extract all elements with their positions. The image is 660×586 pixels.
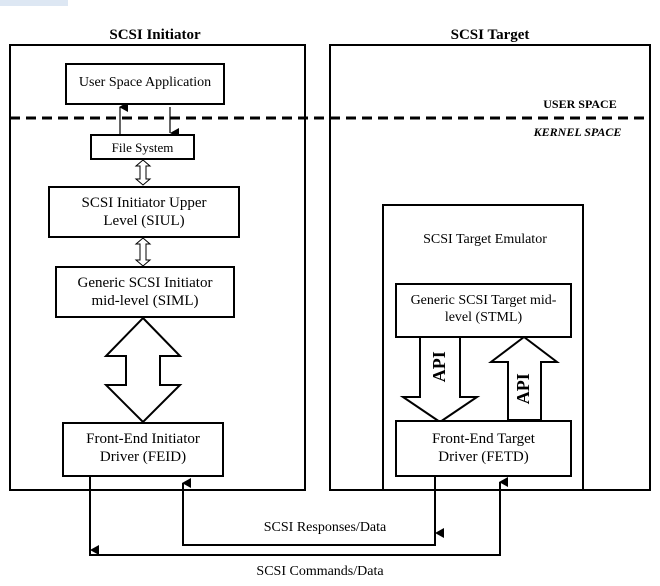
- fs-siul-double-arrow: [134, 159, 152, 186]
- siml-box: Generic SCSI Initiator mid-level (SIML): [55, 266, 235, 318]
- target-emulator-box: [382, 204, 584, 491]
- target-title: SCSI Target: [450, 27, 530, 43]
- api-down-label: API: [429, 351, 450, 383]
- siul-label: SCSI Initiator Upper Level (SIUL): [81, 195, 207, 229]
- responses-label: SCSI Responses/Data: [263, 520, 387, 535]
- responses-path: [182, 477, 436, 546]
- target-emulator-title: SCSI Target Emulator: [423, 232, 547, 247]
- commands-path: [89, 477, 508, 556]
- top-left-tab-fragment: [0, 0, 68, 6]
- api-down-arrow: [399, 336, 481, 424]
- stml-box: Generic SCSI Target mid-level (STML): [395, 283, 572, 338]
- user-space-application-label: User Space Application: [78, 75, 212, 90]
- kernel-space-label: KERNEL SPACE: [533, 125, 622, 139]
- user-space-application-box: User Space Application: [65, 63, 225, 105]
- siul-box: SCSI Initiator Upper Level (SIUL): [48, 186, 240, 238]
- file-system-label: File System: [111, 140, 174, 155]
- file-system-box: File System: [90, 134, 195, 160]
- api-up-label: API: [513, 373, 534, 405]
- feid-box: Front-End Initiator Driver (FEID): [62, 422, 224, 477]
- initiator-title: SCSI Initiator: [109, 27, 201, 43]
- user-space-label: USER SPACE: [543, 97, 617, 111]
- api-up-arrow: [488, 335, 560, 421]
- fetd-box: Front-End Target Driver (FETD): [395, 420, 572, 477]
- stml-label: Generic SCSI Target mid-level (STML): [410, 293, 557, 325]
- siml-label: Generic SCSI Initiator mid-level (SIML): [77, 275, 213, 309]
- siul-siml-double-arrow: [134, 237, 152, 267]
- fetd-label: Front-End Target Driver (FETD): [432, 431, 535, 465]
- commands-label: SCSI Commands/Data: [256, 564, 384, 579]
- siml-feid-big-double-arrow: [103, 316, 183, 424]
- initiator-container: [9, 44, 306, 491]
- feid-label: Front-End Initiator Driver (FEID): [86, 431, 200, 465]
